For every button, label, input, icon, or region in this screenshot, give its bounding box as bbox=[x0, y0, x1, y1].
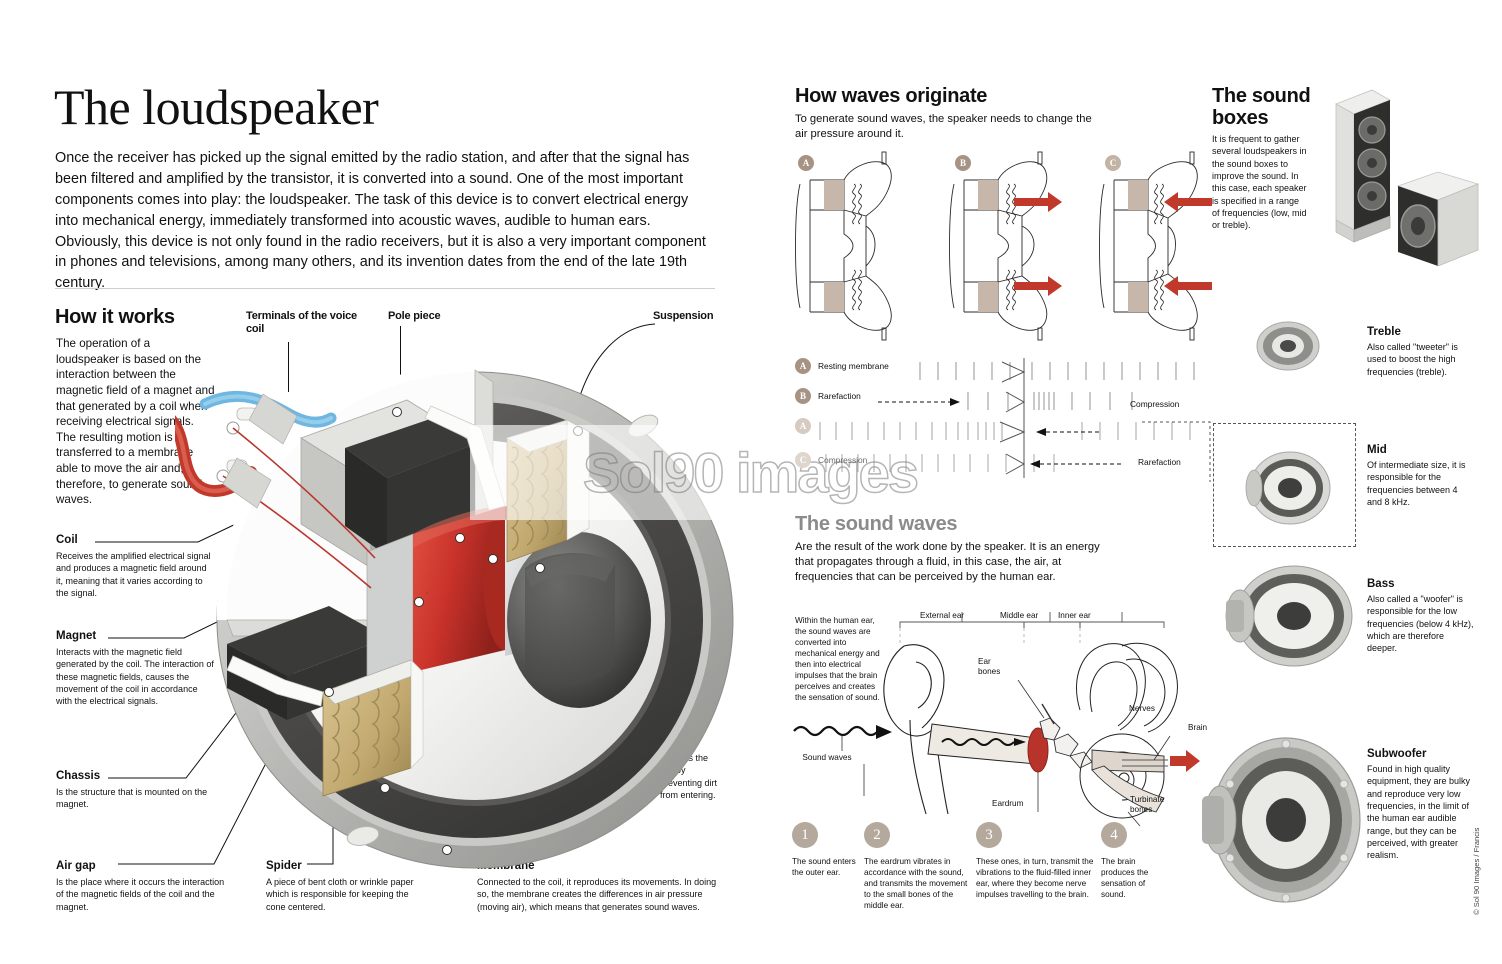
intro-paragraph: Once the receiver has picked up the sign… bbox=[55, 150, 706, 292]
label-brain: Brain bbox=[1188, 723, 1208, 732]
the-sound-waves-subtitle: Are the result of the work done by the s… bbox=[795, 541, 1100, 583]
pressure-note-rarefaction: Rarefaction bbox=[1138, 457, 1181, 467]
loudspeaker-cutaway-illustration bbox=[175, 320, 745, 880]
section-title-how-waves-originate: How waves originate bbox=[795, 85, 988, 107]
label-inner-ear: Inner ear bbox=[1058, 611, 1091, 620]
label-external-ear: External ear bbox=[920, 611, 965, 620]
caption-bass-label: Bass bbox=[1367, 578, 1395, 590]
pressure-badge-a: A bbox=[795, 358, 811, 374]
product-treble bbox=[1255, 320, 1321, 372]
pressure-row-a2: A bbox=[795, 418, 811, 434]
pressure-label-c: Compression bbox=[818, 455, 868, 465]
callout-chassis-text: Is the structure that is mounted on the … bbox=[56, 787, 208, 810]
page-title: The loudspeaker bbox=[54, 79, 379, 135]
panel-badge-b: B bbox=[955, 155, 971, 171]
callout-magnet-text: Interacts with the magnetic field genera… bbox=[56, 647, 214, 707]
step-4-number: 4 bbox=[1101, 822, 1127, 848]
copyright-credit: © Sol 90 Images / Francis bbox=[1472, 827, 1481, 915]
pressure-badge-b: B bbox=[795, 388, 811, 404]
caption-mid-text: Of intermediate size, it is responsible … bbox=[1367, 460, 1466, 507]
callout-airgap: Air gap Is the place where it occurs the… bbox=[56, 860, 231, 913]
caption-bass-text: Also called a "woofer" is responsible fo… bbox=[1367, 594, 1474, 654]
product-subwoofer bbox=[1198, 730, 1366, 908]
step-2: 2 The eardrum vibrates in accordance wit… bbox=[864, 822, 976, 911]
pressure-diagram bbox=[792, 358, 1207, 478]
the-sound-boxes-body: It is frequent to gather several loudspe… bbox=[1212, 134, 1307, 231]
sound-box-illustration bbox=[1312, 80, 1502, 285]
leader-terminals bbox=[288, 342, 289, 392]
pressure-row-a: A Resting membrane bbox=[795, 358, 889, 374]
callout-magnet-label: Magnet bbox=[56, 630, 97, 642]
pressure-label-b: Rarefaction bbox=[818, 391, 861, 401]
step-3-text: These ones, in turn, transmit the vibrat… bbox=[976, 857, 1094, 900]
step-2-number: 2 bbox=[864, 822, 890, 848]
callout-chassis: Chassis Is the structure that is mounted… bbox=[56, 770, 216, 811]
step-1-text: The sound enters the outer ear. bbox=[792, 857, 856, 878]
label-suspension: Suspension bbox=[653, 310, 714, 322]
label-ear-bones: Ear bones bbox=[978, 657, 1001, 677]
caption-mid: Mid Of intermediate size, it is responsi… bbox=[1367, 444, 1475, 508]
caption-treble-label: Treble bbox=[1367, 326, 1401, 338]
label-middle-ear: Middle ear bbox=[1000, 611, 1039, 620]
step-1: 1 The sound enters the outer ear. bbox=[792, 822, 864, 911]
label-pole-piece: Pole piece bbox=[388, 310, 441, 322]
sound-waves-arrow bbox=[793, 725, 892, 751]
callout-chassis-label: Chassis bbox=[56, 770, 101, 782]
callout-airgap-text: Is the place where it occurs the interac… bbox=[56, 877, 225, 912]
step-2-text: The eardrum vibrates in accordance with … bbox=[864, 857, 968, 911]
section-title-the-sound-boxes: The sound boxes bbox=[1212, 85, 1311, 130]
pressure-label-a: Resting membrane bbox=[818, 361, 889, 371]
pressure-badge-a2: A bbox=[795, 418, 811, 434]
label-terminals-voice-coil: Terminals of the voice coil bbox=[246, 310, 357, 336]
dashed-connector bbox=[1142, 421, 1211, 482]
how-it-works-body: The operation of a loudspeaker is based … bbox=[56, 337, 215, 507]
panel-badge-c: C bbox=[1105, 155, 1121, 171]
pressure-row-b: B Rarefaction bbox=[795, 388, 861, 404]
caption-subwoofer-text: Found in high quality equipment, they ar… bbox=[1367, 764, 1471, 861]
label-eardrum: Eardrum bbox=[992, 799, 1024, 808]
panel-badge-a: A bbox=[798, 155, 814, 171]
callout-membrane-text: Connected to the coil, it reproduces its… bbox=[477, 877, 717, 912]
pressure-row-c: C Compression bbox=[795, 452, 867, 468]
callout-magnet: Magnet Interacts with the magnetic field… bbox=[56, 630, 216, 708]
step-3: 3 These ones, in turn, transmit the vibr… bbox=[976, 822, 1101, 911]
product-bass bbox=[1218, 560, 1358, 672]
callout-coil-text: Receives the amplified electrical signal… bbox=[56, 551, 211, 598]
step-1-number: 1 bbox=[792, 822, 818, 848]
caption-mid-label: Mid bbox=[1367, 444, 1387, 456]
step-4-text: The brain produces the sensation of soun… bbox=[1101, 857, 1149, 900]
ear-steps-list: 1 The sound enters the outer ear. 2 The … bbox=[792, 822, 1212, 911]
pressure-badge-c: C bbox=[795, 452, 811, 468]
callout-spider-label: Spider bbox=[266, 860, 302, 872]
ear-note: Within the human ear, the sound waves ar… bbox=[795, 616, 880, 703]
step-4: 4 The brain produces the sensation of so… bbox=[1101, 822, 1171, 911]
label-sound-waves: Sound waves bbox=[802, 753, 852, 762]
label-nerves: Nerves bbox=[1129, 704, 1155, 713]
mid-speaker-frame bbox=[1213, 423, 1356, 547]
callout-coil-label: Coil bbox=[56, 534, 78, 546]
callout-coil: Coil Receives the amplified electrical s… bbox=[56, 534, 216, 599]
how-waves-originate-subtitle: To generate sound waves, the speaker nee… bbox=[795, 113, 1092, 140]
human-ear-diagram bbox=[792, 600, 1207, 835]
callout-spider-text: A piece of bent cloth or wrinkle paper w… bbox=[266, 877, 414, 912]
callout-spider: Spider A piece of bent cloth or wrinkle … bbox=[266, 860, 426, 913]
caption-treble: Treble Also called "tweeter" is used to … bbox=[1367, 326, 1475, 378]
leader-coil bbox=[95, 521, 241, 543]
section-title-the-sound-waves: The sound waves bbox=[795, 513, 958, 535]
wave-origin-panels bbox=[792, 150, 1212, 345]
caption-treble-text: Also called "tweeter" is used to boost t… bbox=[1367, 342, 1458, 377]
step-3-number: 3 bbox=[976, 822, 1002, 848]
caption-subwoofer: Subwoofer Found in high quality equipmen… bbox=[1367, 748, 1475, 862]
caption-bass: Bass Also called a "woofer" is responsib… bbox=[1367, 578, 1475, 655]
caption-subwoofer-label: Subwoofer bbox=[1367, 748, 1427, 760]
section-title-how-it-works: How it works bbox=[55, 306, 175, 328]
callout-airgap-label: Air gap bbox=[56, 860, 96, 872]
label-turbinate-bones: Turbinate bones bbox=[1130, 795, 1165, 815]
leader-suspension bbox=[577, 323, 656, 403]
pressure-note-compression: Compression bbox=[1130, 399, 1180, 409]
product-mid bbox=[1238, 444, 1334, 528]
leader-pole-piece bbox=[400, 326, 401, 388]
divider bbox=[55, 288, 715, 289]
